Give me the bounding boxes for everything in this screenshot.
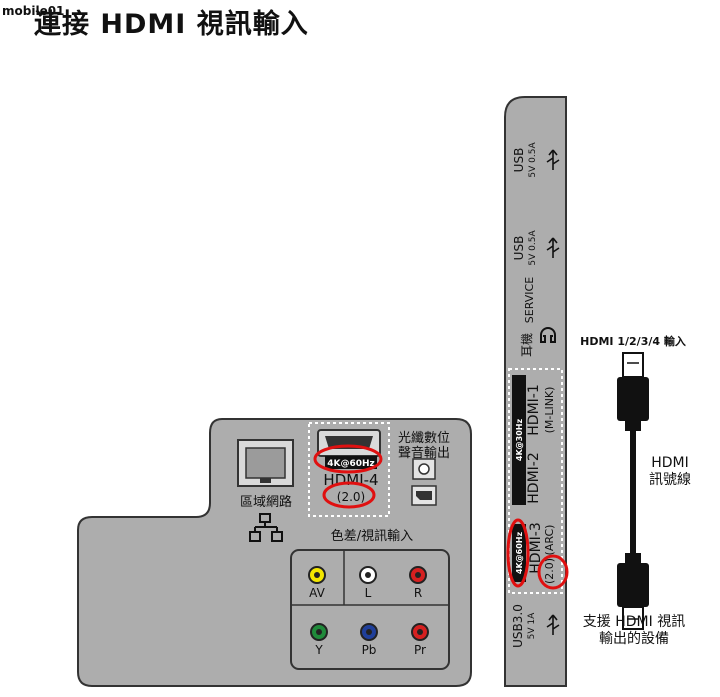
usb-icon [546,149,560,635]
hdmi3-version-circle [537,554,569,590]
usb3-label: USB3.0 [511,604,525,648]
usb2-sub: 5V 0.5A [528,230,538,266]
headphone-icon [540,327,556,343]
hdmi3-version: (2.0) [543,558,556,584]
cable-middle-label-2: 訊號線 [649,472,691,488]
jack-r-label: R [414,586,422,600]
network-icon [249,513,283,542]
jack-r-pin [415,572,421,578]
usb2-label: USB [512,236,526,261]
optical-port[interactable] [411,458,437,506]
hdmi3-badge: 4K@60Hz [515,532,524,575]
page-title: 連接 HDMI 視訊輸入 [34,9,309,40]
cable-top-label: HDMI 1/2/3/4 輸入 [580,334,686,348]
site-logo: mobile01 [2,4,65,18]
usb1-label: USB [512,148,526,173]
cable-bottom-label-2: 輸出的設備 [599,631,669,647]
hdmi1-sub: (M-LINK) [543,387,556,434]
jack-pb-label: Pb [362,643,377,657]
component-panel [290,549,450,670]
hdmi3-label: HDMI-3 [528,522,544,573]
hdmi4-badge-circle [313,444,383,474]
optical-label-2: 聲音輸出 [398,445,450,461]
jack-y-label: Y [314,643,323,657]
hdmi4-port[interactable] [317,429,381,457]
usb3-sub: 5V 1A [527,612,537,639]
hdmi4-version: (2.0) [337,490,365,504]
jack-pb-pin [366,629,372,635]
jack-av-label: AV [309,586,325,600]
hdmi-cable [617,352,649,630]
hdmi4-version-circle [322,481,376,509]
service-label: SERVICE [523,277,536,323]
optical-label-1: 光纖數位 [398,431,450,446]
hdmi12-port-strip[interactable] [512,375,526,505]
jack-pr-pin [417,629,423,635]
hdmi2-label: HDMI-2 [526,452,542,503]
cable-middle-label-1: HDMI [651,455,689,471]
headphone-label: 耳機 [519,333,534,357]
cable-bottom-label-1: 支援 HDMI 視訊 [583,614,685,630]
jack-pr-label: Pr [414,643,426,657]
hdmi4-highlight-box [308,422,390,517]
lan-port[interactable] [237,439,294,487]
hdmi4-badge: 4K@60Hz [327,459,375,469]
component-title: 色差/視訊輸入 [331,528,413,544]
jack-y-pin [316,629,322,635]
usb1-sub: 5V 0.5A [528,142,538,178]
hdmi3-port-strip[interactable] [512,524,526,582]
lan-label: 區域網路 [240,494,292,510]
hdmi12-badge: 4K@30Hz [515,419,524,462]
hdmi4-badge-bg [325,456,377,469]
jack-l-label: L [365,586,372,600]
jack-av-pin [314,572,320,578]
hdmi3-badge-circle [506,518,530,588]
hdmi3-sub: (ARC) [543,525,556,556]
component-jacks: AV L R Y Pb Pr [308,566,429,657]
side-panel-labels: USB 5V 0.5A USB 5V 0.5A SERVICE 耳機 HDMI-… [511,142,556,648]
side-hdmi-highlight-box [508,368,563,594]
hdmi1-label: HDMI-1 [526,384,542,435]
jack-l-pin [365,572,371,578]
